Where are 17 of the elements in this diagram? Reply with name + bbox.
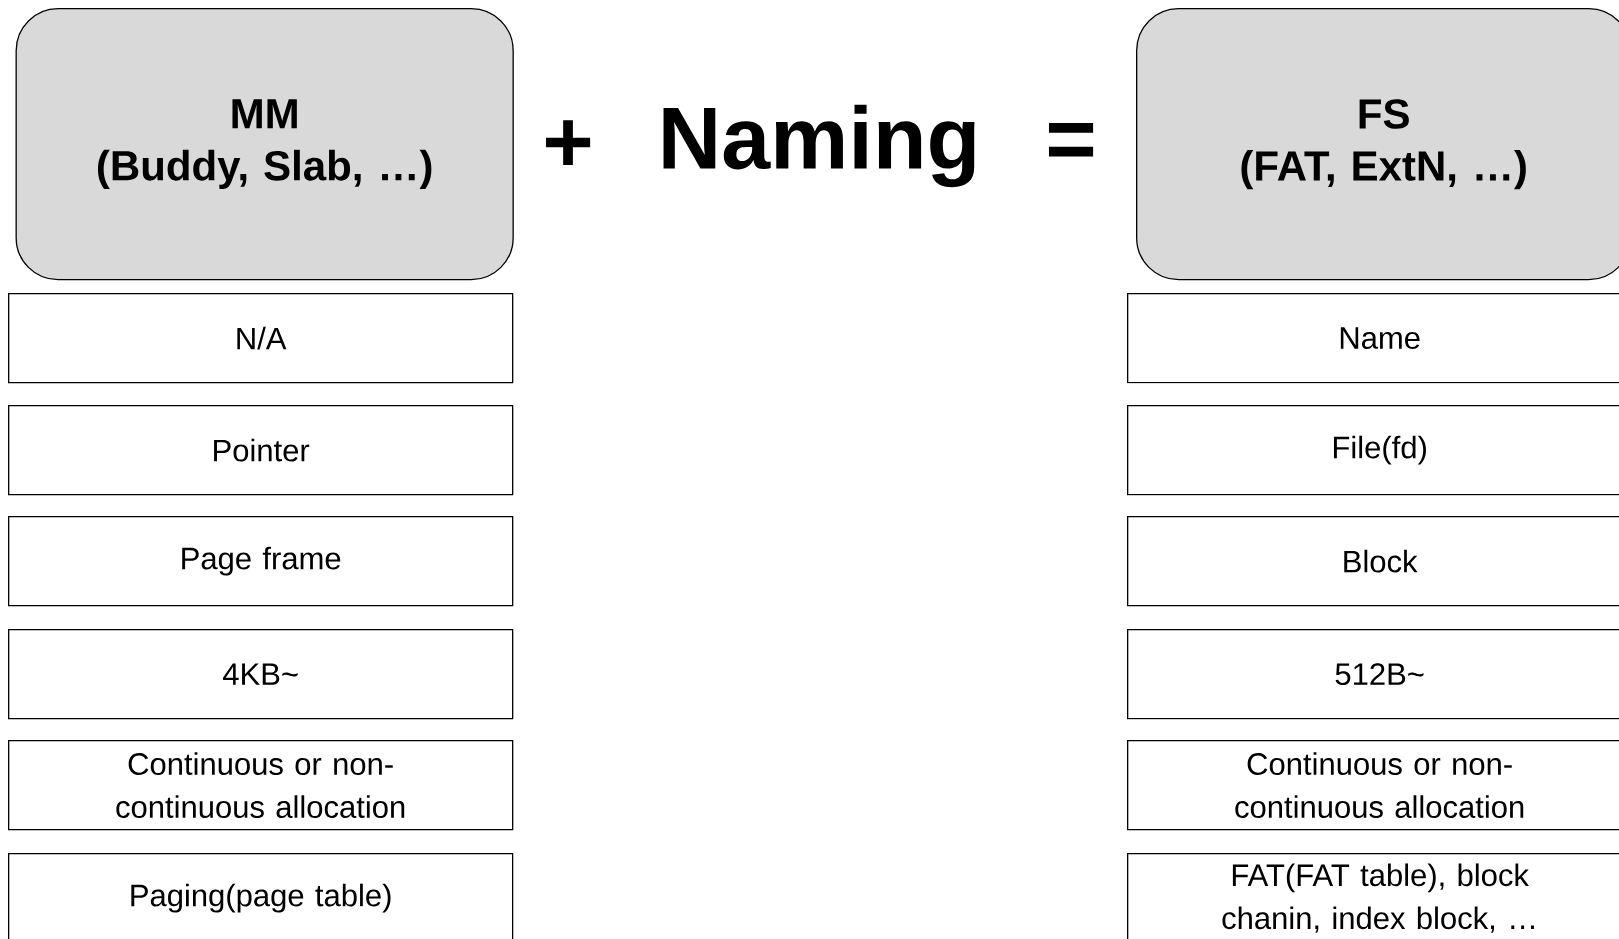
table-cell: Continuous or non-continuous allocation (8, 740, 514, 831)
table-cell: File(fd) (1127, 405, 1619, 496)
category-box: MM (Buddy, Slab, …) (15, 8, 514, 281)
table-cell: Block (1127, 516, 1619, 607)
table-cell: Page frame (8, 516, 514, 607)
operator-symbol: = (1048, 123, 1094, 157)
table-cell: Pointer (8, 405, 514, 496)
table-cell: Paging(page table) (8, 853, 514, 939)
table-cell: Continuous or non-continuous allocation (1127, 740, 1619, 831)
table-cell: N/A (8, 293, 514, 384)
category-box: FS (FAT, ExtN, …) (1136, 8, 1619, 281)
table-cell: 512B~ (1127, 629, 1619, 720)
table-cell: Name (1127, 293, 1619, 384)
operator-symbol: + (546, 120, 591, 165)
table-cell: 4KB~ (8, 629, 514, 720)
table-cell: FAT(FAT table), block chanin, index block, … (1127, 853, 1619, 939)
heading: Naming (663, 104, 975, 188)
